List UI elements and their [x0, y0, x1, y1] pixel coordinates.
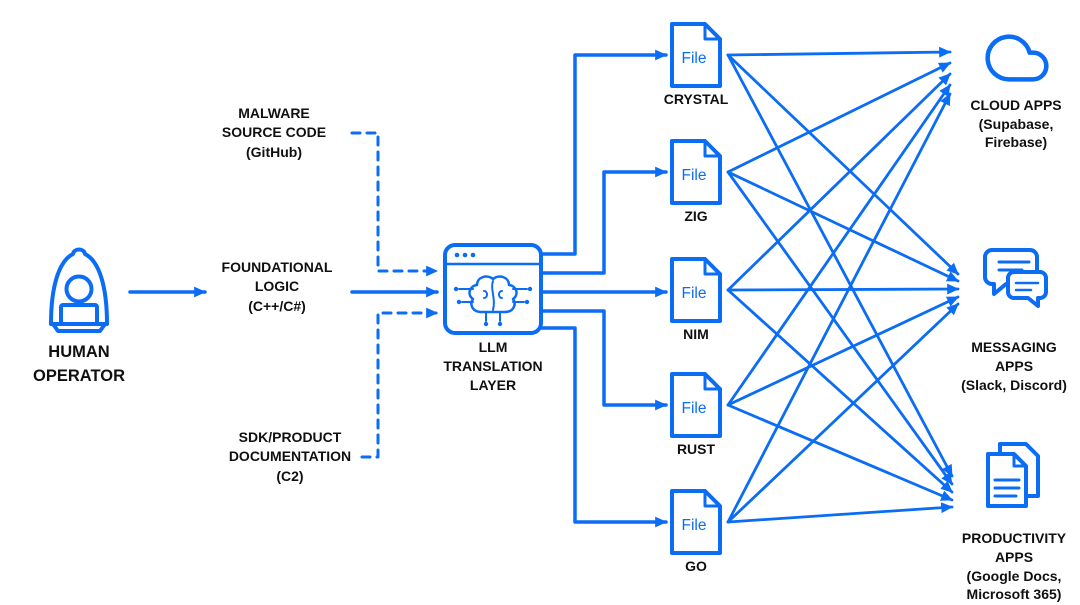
document-fold	[1012, 452, 1028, 468]
input-sdk-documentation: SDK/PRODUCT DOCUMENTATION (C2)	[229, 429, 351, 484]
circuit-node-dot	[527, 286, 533, 292]
target-productivity-apps: PRODUCTIVITY APPS (Google Docs, Microsof…	[962, 442, 1067, 602]
laptop-base-shape	[51, 322, 107, 333]
file-fold-icon	[703, 489, 722, 508]
file-badge: File	[682, 400, 707, 417]
file-label: GO	[685, 558, 707, 574]
file-label: RUST	[677, 441, 716, 457]
laptop-screen-shape	[59, 303, 99, 326]
productivity-apps-label-line2: APPS	[995, 549, 1033, 565]
sdk-label-line1: SDK/PRODUCT	[239, 429, 342, 445]
messaging-apps-label-line3: (Slack, Discord)	[961, 377, 1067, 393]
arrow-zig-to-messaging	[726, 170, 960, 283]
dashed-connector-malware-to-llm	[350, 131, 439, 277]
file-fold-icon	[703, 139, 722, 158]
circuit-node-dot	[497, 321, 503, 327]
file-badge: File	[682, 517, 707, 534]
file-badge: File	[682, 285, 707, 302]
arrow-nim-to-productivity	[726, 288, 954, 494]
arrow-crystal-to-productivity	[726, 53, 954, 478]
connector-llm-to-rust	[539, 309, 668, 411]
malware-label-line1: MALWARE	[238, 105, 310, 121]
llm-label-line1: LLM	[479, 339, 508, 355]
llm-to-file-connectors	[539, 49, 668, 528]
input-malware-source-code: MALWARE SOURCE CODE (GitHub)	[222, 105, 326, 160]
arrow-nim-to-cloud	[726, 72, 952, 292]
target-messaging-apps: MESSAGING APPS (Slack, Discord)	[961, 248, 1067, 393]
llm-translation-layer-icon	[443, 243, 543, 335]
file-badge: File	[682, 50, 707, 67]
malware-label-line3: (GitHub)	[246, 144, 302, 160]
arrow-go-to-productivity	[726, 502, 954, 524]
llm-label-line2: TRANSLATION	[443, 358, 542, 374]
arrow-crystal-to-cloud	[726, 46, 952, 58]
arrow-rust-to-cloud	[726, 83, 952, 407]
window-dot-icon	[462, 252, 468, 258]
arrow-zig-to-productivity	[726, 170, 954, 486]
documents-stack-icon	[986, 442, 1040, 508]
circuit-traces	[458, 288, 528, 322]
cloud-icon	[985, 34, 1049, 82]
circuit-node-dot	[453, 286, 459, 292]
productivity-apps-label-line4: Microsoft 365)	[967, 586, 1062, 602]
logic-label-line2: LOGIC	[255, 278, 299, 294]
connector-llm-to-crystal	[539, 49, 668, 256]
file-badge: File	[682, 167, 707, 184]
messaging-apps-label-line2: APPS	[995, 358, 1033, 374]
circuit-node-dot	[524, 299, 530, 305]
file-node-go: File GO	[670, 489, 722, 574]
file-label: CRYSTAL	[664, 91, 729, 107]
logic-label-line1: FOUNDATIONAL	[222, 259, 333, 275]
file-fold-icon	[703, 22, 722, 41]
file-label: ZIG	[684, 208, 707, 224]
input-foundational-logic: FOUNDATIONAL LOGIC (C++/C#)	[222, 259, 333, 314]
file-to-target-mesh	[726, 46, 960, 524]
connector-llm-to-go	[539, 326, 668, 528]
window-dot-icon	[470, 252, 476, 258]
dashed-connector-sdk-to-llm	[360, 307, 439, 459]
circuit-node-dot	[483, 321, 489, 327]
arrow-nim-to-messaging	[726, 283, 960, 295]
sdk-label-line3: (C2)	[276, 468, 303, 484]
arrow-rust-to-productivity	[726, 403, 954, 502]
file-label: NIM	[683, 326, 709, 342]
file-fold-icon	[703, 372, 722, 391]
sdk-label-line2: DOCUMENTATION	[229, 448, 351, 464]
file-fold-icon	[703, 257, 722, 276]
malware-label-line2: SOURCE CODE	[222, 124, 326, 140]
llm-label-line3: LAYER	[470, 377, 516, 393]
human-operator-label-line1: HUMAN	[48, 343, 109, 361]
logic-label-line3: (C++/C#)	[248, 298, 306, 314]
arrow-crystal-to-messaging	[726, 53, 960, 276]
arrow-zig-to-cloud	[726, 61, 952, 174]
file-node-zig: File ZIG	[670, 139, 722, 224]
human-operator-label-line2: OPERATOR	[33, 367, 125, 385]
document-text-lines	[993, 478, 1021, 498]
brain-fold-right	[498, 290, 503, 299]
chat-bubbles-icon	[983, 248, 1048, 308]
arrow-go-to-messaging	[726, 302, 960, 524]
cloud-apps-label-line2: (Supabase,	[979, 116, 1054, 132]
productivity-apps-label-line1: PRODUCTIVITY	[962, 530, 1067, 546]
arrow-go-to-cloud	[726, 92, 952, 524]
brain-fold-left	[483, 290, 488, 299]
window-dot-icon	[454, 252, 460, 258]
face-shape	[64, 274, 94, 304]
circuit-node-dot	[456, 299, 462, 305]
chat-bubble-small-text-lines	[1014, 281, 1040, 292]
human-operator-icon	[49, 247, 109, 333]
connector-llm-to-zig	[539, 166, 668, 275]
file-node-nim: File NIM	[670, 257, 722, 342]
productivity-apps-label-line3: (Google Docs,	[967, 568, 1062, 584]
cloud-apps-label-line3: Firebase)	[985, 134, 1047, 150]
arrow-rust-to-messaging	[726, 295, 960, 407]
target-cloud-apps: CLOUD APPS (Supabase, Firebase)	[970, 34, 1062, 150]
file-node-crystal: File CRYSTAL	[664, 22, 729, 107]
messaging-apps-label-line1: MESSAGING	[971, 339, 1057, 355]
brain-center-line	[491, 280, 495, 311]
file-node-rust: File RUST	[670, 372, 722, 457]
cloud-apps-label-line1: CLOUD APPS	[970, 97, 1061, 113]
